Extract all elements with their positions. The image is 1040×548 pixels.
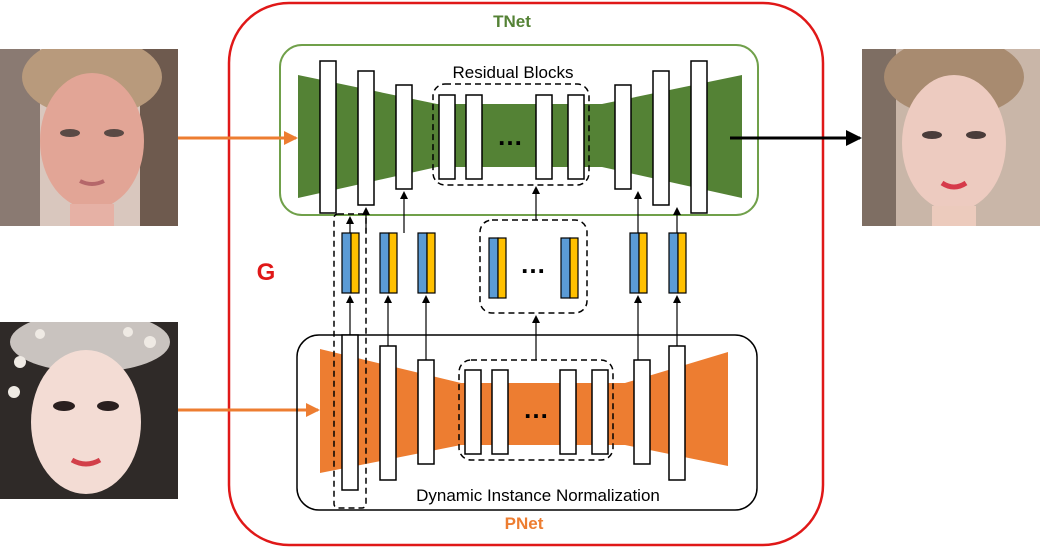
- residual-ellipsis: …: [497, 121, 523, 151]
- pnet-residual-block: [491, 369, 509, 455]
- tnet-layer: [652, 70, 670, 206]
- dynamic-instance-norm-label: Dynamic Instance Normalization: [416, 486, 660, 505]
- pnet-residual-block: [559, 369, 577, 455]
- generator-label: G: [257, 259, 276, 286]
- tnet-layer: [319, 60, 337, 214]
- residual-blocks-group: [432, 83, 590, 186]
- norm-param-group: [479, 219, 588, 314]
- pnet-layer: [341, 334, 359, 491]
- pnet-residual-block: [464, 369, 482, 455]
- tnet-label: TNet: [493, 12, 531, 31]
- pnet-residual-block: [591, 369, 609, 455]
- pnet-box: [296, 334, 758, 511]
- result-face-image: [862, 49, 1040, 226]
- reference-face-image: [0, 322, 178, 499]
- tnet-box: [279, 44, 759, 216]
- residual-block: [535, 94, 553, 180]
- norm-param-block: [379, 232, 398, 294]
- pnet-ellipsis: …: [523, 394, 549, 424]
- norm-ellipsis: …: [520, 249, 546, 279]
- source-face-image: [0, 49, 178, 226]
- residual-block: [465, 94, 483, 180]
- generator-border: [227, 1, 825, 547]
- norm-param-block: [417, 232, 436, 294]
- pnet-layer: [379, 345, 397, 481]
- tnet-layer: [690, 60, 708, 214]
- residual-block: [567, 94, 585, 180]
- residual-block: [438, 94, 456, 180]
- norm-param-block: [341, 232, 360, 294]
- pnet-layer: [633, 359, 651, 465]
- pnet-layer: [417, 359, 435, 465]
- norm-param-block: [629, 232, 648, 294]
- norm-param-block: [668, 232, 687, 294]
- residual-blocks-label: Residual Blocks: [453, 63, 574, 82]
- tnet-layer: [395, 84, 413, 190]
- pnet-label: PNet: [505, 514, 544, 533]
- tnet-layer: [614, 84, 632, 190]
- norm-path-group: [333, 213, 367, 509]
- pnet-layer: [668, 345, 686, 481]
- norm-param-block: [560, 237, 579, 299]
- norm-param-block: [488, 237, 507, 299]
- tnet-layer: [357, 70, 375, 206]
